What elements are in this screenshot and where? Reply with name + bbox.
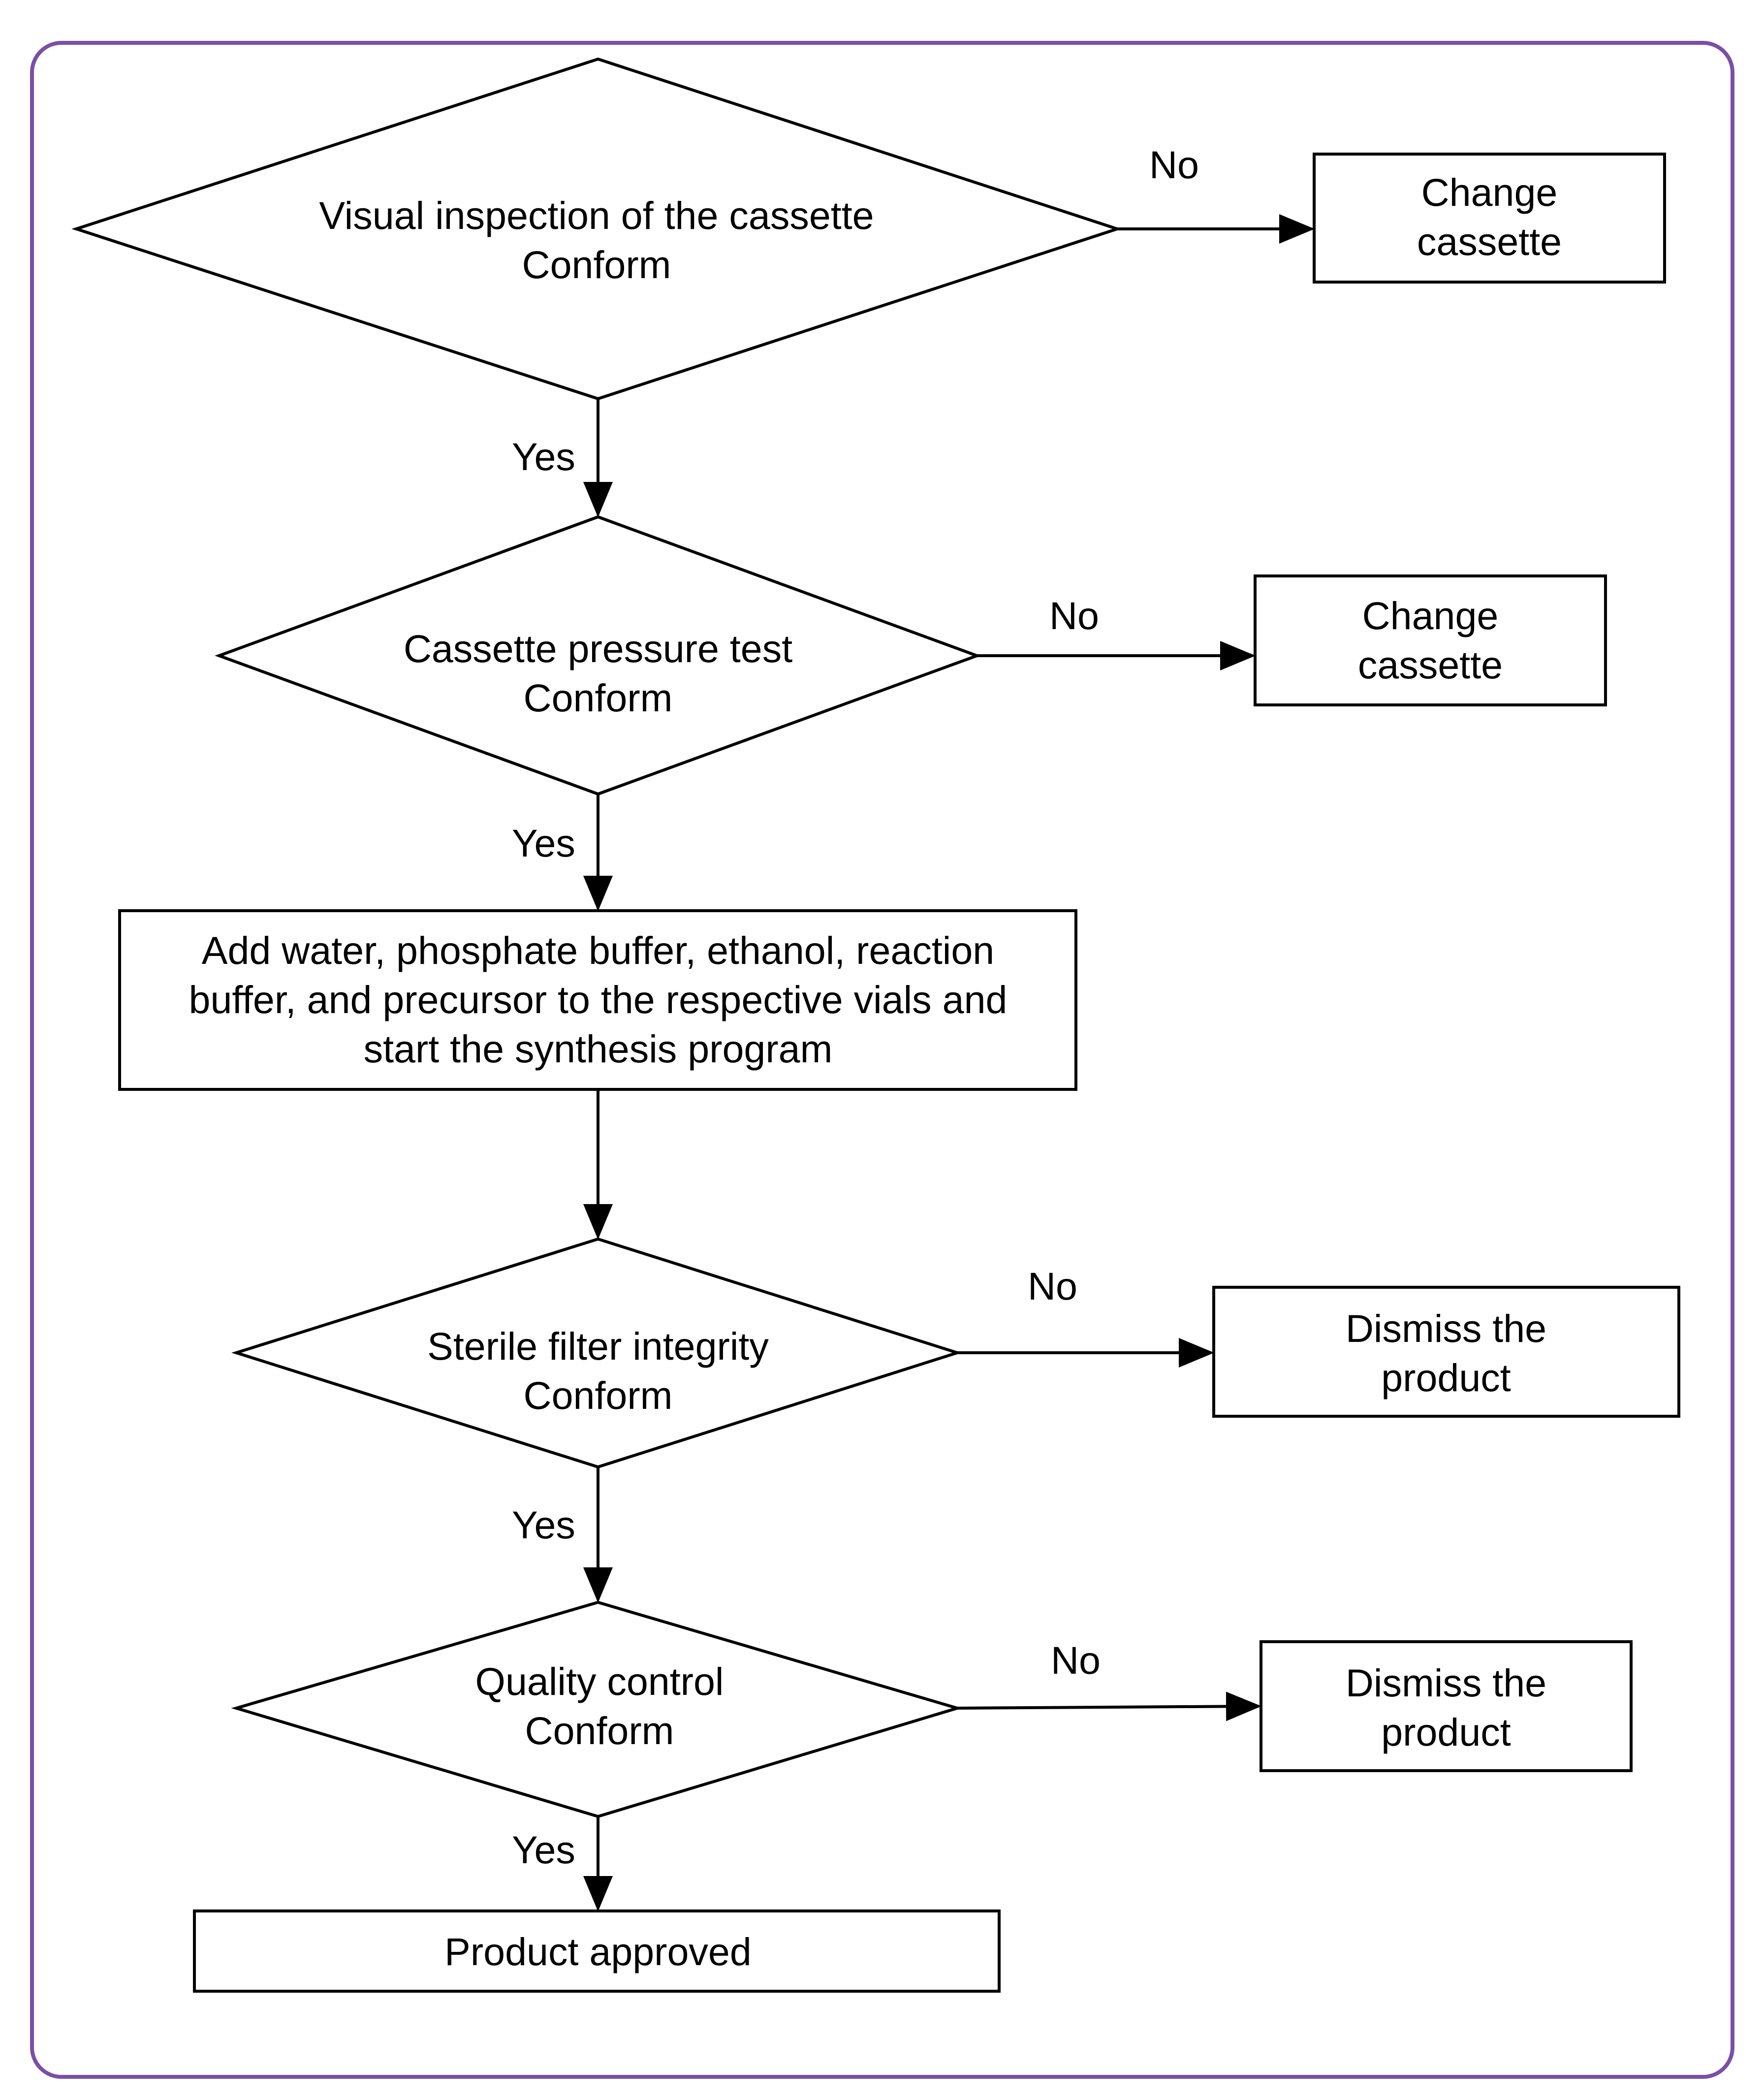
change-cassette-2-line1: Change [1362,594,1499,637]
box-dismiss-1 [1212,1286,1680,1418]
add-reagents-line2: buffer, and precursor to the respective … [189,978,1008,1021]
edge-label-no-1: No [1149,143,1199,187]
pressure-test-line2: Conform [524,676,673,720]
arrow-qc-to-dismiss-2 [957,1691,1261,1721]
edge-label-no-4: No [1051,1638,1101,1682]
dismiss-1-line2: product [1381,1356,1511,1400]
add-reagents-line3: start the synthesis program [364,1027,833,1071]
filter-integrity-line1: Sterile filter integrity [427,1324,769,1368]
change-cassette-1-line1: Change [1421,170,1558,214]
edge-label-yes-2: Yes [512,821,575,865]
dismiss-2-line1: Dismiss the [1346,1661,1546,1705]
edge-label-no-3: No [1028,1264,1077,1308]
edge-label-no-2: No [1049,594,1099,637]
box-dismiss-2 [1260,1640,1633,1772]
change-cassette-2-line2: cassette [1358,643,1503,687]
filter-integrity-line2: Conform [524,1373,673,1417]
dismiss-1-line1: Dismiss the [1346,1306,1546,1350]
visual-inspection-line1: Visual inspection of the cassette [319,193,874,237]
box-change-cassette-1 [1313,153,1666,284]
quality-control-line1: Quality control [475,1659,724,1703]
edge-label-yes-3: Yes [512,1503,575,1547]
box-change-cassette-2 [1254,574,1607,706]
pressure-test-line1: Cassette pressure test [404,627,792,670]
visual-inspection-line2: Conform [522,243,671,286]
quality-control-line2: Conform [525,1709,674,1752]
dismiss-2-line2: product [1381,1710,1511,1754]
product-approved-label: Product approved [444,1930,752,1973]
edge-label-yes-1: Yes [512,435,575,478]
box-add-reagents [118,909,1077,1091]
add-reagents-line1: Add water, phosphate buffer, ethanol, re… [202,928,994,972]
change-cassette-1-line2: cassette [1417,220,1562,263]
edge-label-yes-4: Yes [512,1828,575,1872]
